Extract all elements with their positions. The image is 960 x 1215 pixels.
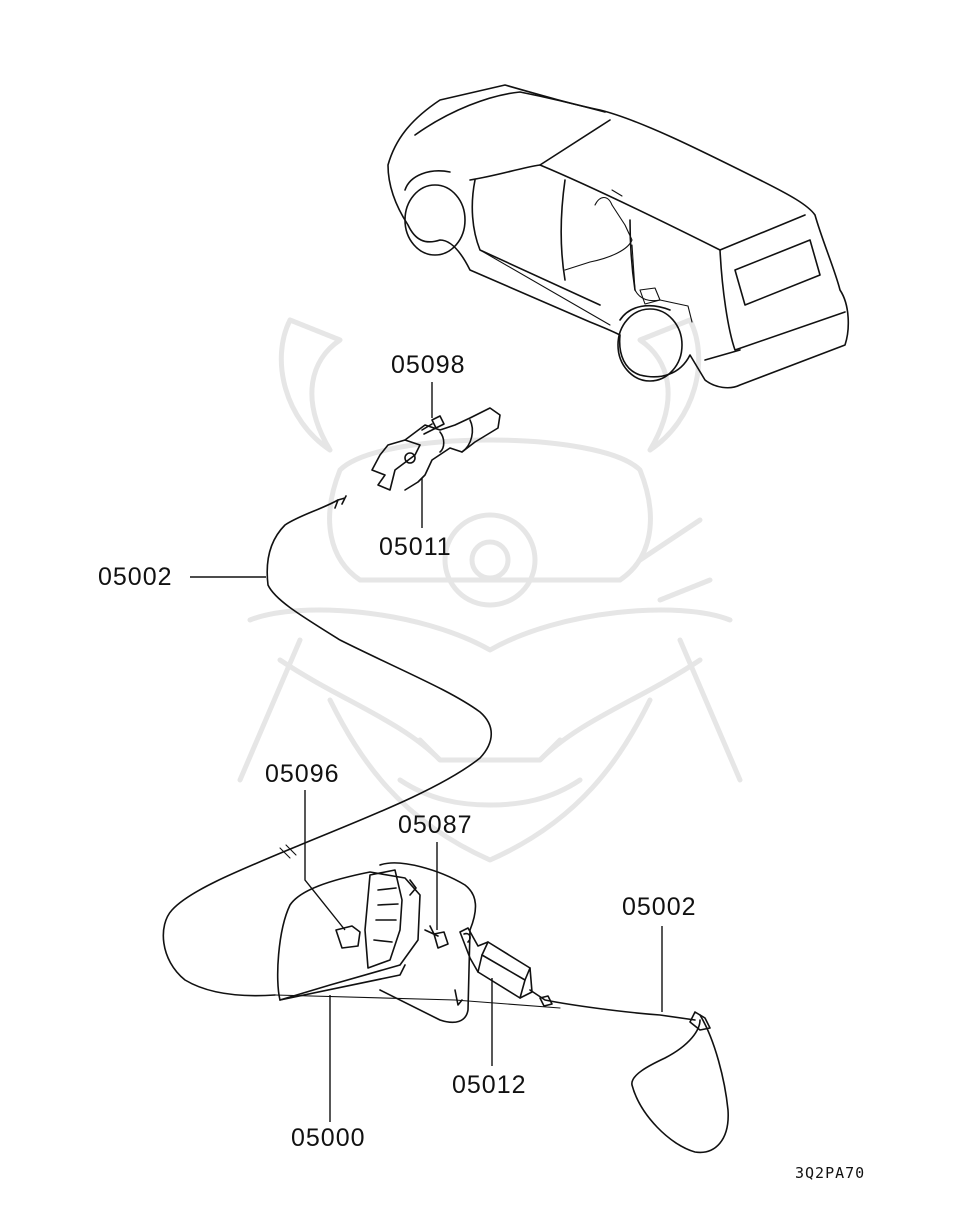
vehicle-outline [387, 84, 850, 389]
lid-actuator [459, 927, 533, 999]
latch-assembly [371, 407, 501, 491]
callout-05096: 05096 [265, 760, 340, 788]
callout-05002-left: 05002 [98, 563, 173, 591]
diagram-reference-code: 3Q2PA70 [795, 1164, 866, 1182]
callout-05098: 05098 [391, 351, 466, 379]
callout-05011: 05011 [379, 533, 452, 561]
callout-05002-right: 05002 [622, 893, 697, 921]
callout-05000: 05000 [291, 1124, 366, 1152]
callout-05087: 05087 [398, 811, 473, 839]
watermark-emblem [237, 317, 743, 863]
fuel-lid [276, 862, 477, 1024]
lid-harness [274, 989, 729, 1154]
release-cable [162, 495, 493, 997]
leader-lines [190, 382, 663, 1122]
callout-05012: 05012 [452, 1071, 527, 1099]
bolt-05087 [424, 925, 449, 949]
